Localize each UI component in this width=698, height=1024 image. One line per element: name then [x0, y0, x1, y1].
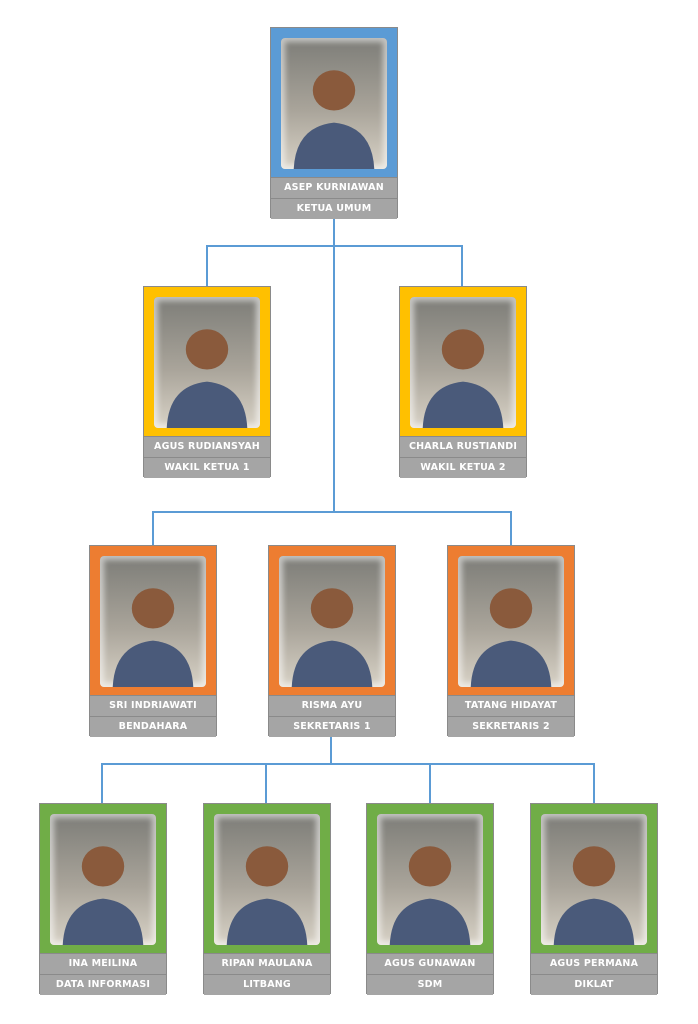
member-role: SDM	[367, 974, 493, 995]
person-icon	[62, 846, 144, 945]
connector	[152, 511, 154, 545]
person-icon	[226, 846, 308, 945]
member-name: AGUS GUNAWAN	[367, 953, 493, 974]
member-name: AGUS RUDIANSYAH	[144, 436, 270, 457]
member-name: ASEP KURNIAWAN	[271, 177, 397, 198]
connector	[330, 737, 332, 764]
person-icon	[422, 329, 504, 428]
member-photo	[271, 28, 397, 177]
member-role: DIKLAT	[531, 974, 657, 995]
member-name: TATANG HIDAYAT	[448, 695, 574, 716]
person-icon	[293, 70, 375, 169]
connector	[101, 763, 595, 765]
member-photo	[269, 546, 395, 695]
connector	[152, 511, 512, 513]
member-name: INA MEILINA	[40, 953, 166, 974]
member-role: SEKRETARIS 2	[448, 716, 574, 737]
connector	[593, 763, 595, 803]
member-role: BENDAHARA	[90, 716, 216, 737]
member-photo	[144, 287, 270, 436]
connector	[333, 218, 335, 512]
member-photo	[367, 804, 493, 953]
member-photo	[40, 804, 166, 953]
member-role: DATA INFORMASI	[40, 974, 166, 995]
connector	[510, 511, 512, 545]
member-photo	[400, 287, 526, 436]
member-role: WAKIL KETUA 1	[144, 457, 270, 478]
connector	[265, 763, 267, 803]
member-photo	[90, 546, 216, 695]
person-icon	[112, 588, 194, 687]
member-photo	[531, 804, 657, 953]
person-icon	[470, 588, 552, 687]
member-role: KETUA UMUM	[271, 198, 397, 219]
connector	[461, 245, 463, 286]
member-role: WAKIL KETUA 2	[400, 457, 526, 478]
connector	[206, 245, 208, 286]
person-icon	[389, 846, 471, 945]
member-photo	[448, 546, 574, 695]
member-name: RISMA AYU	[269, 695, 395, 716]
connector	[206, 245, 463, 247]
person-icon	[166, 329, 248, 428]
member-photo	[204, 804, 330, 953]
member-name: RIPAN MAULANA	[204, 953, 330, 974]
member-name: AGUS PERMANA	[531, 953, 657, 974]
person-icon	[291, 588, 373, 687]
member-name: CHARLA RUSTIANDI	[400, 436, 526, 457]
member-name: SRI INDRIAWATI	[90, 695, 216, 716]
member-role: SEKRETARIS 1	[269, 716, 395, 737]
person-icon	[553, 846, 635, 945]
connector	[101, 763, 103, 803]
connector	[429, 763, 431, 803]
member-role: LITBANG	[204, 974, 330, 995]
